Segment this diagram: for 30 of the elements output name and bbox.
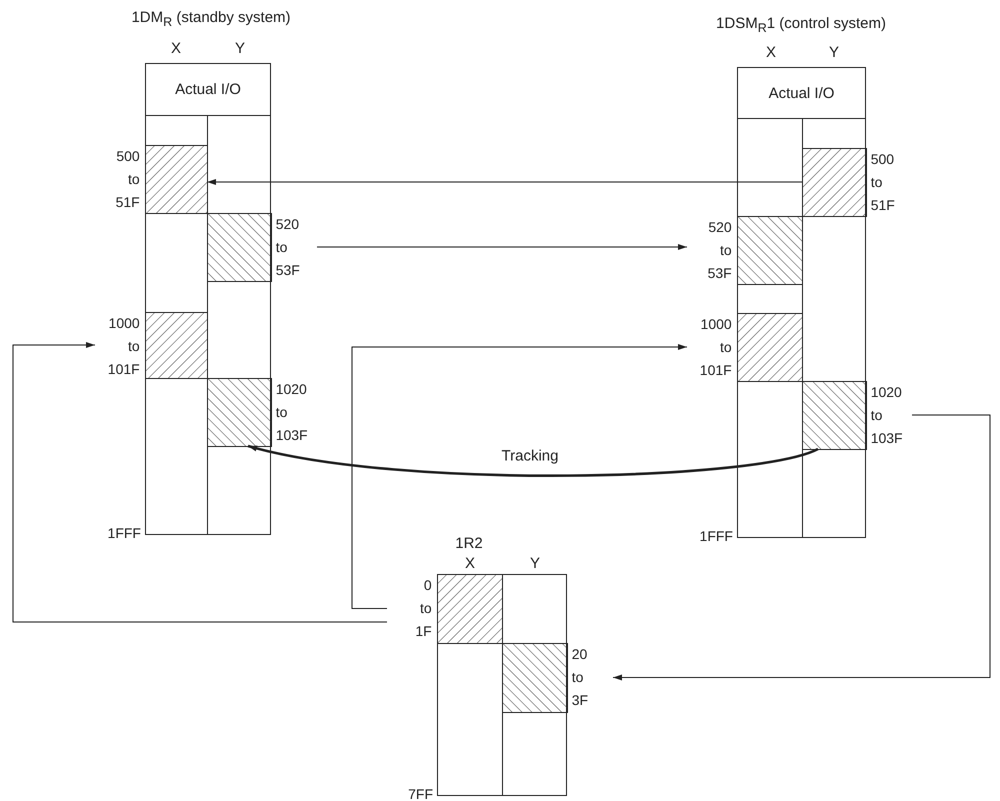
arrow: [352, 344, 688, 609]
address-range: 1000 to 101F: [108, 314, 140, 379]
column-label: Y: [530, 555, 540, 572]
address-range: 500 to 51F: [870, 150, 895, 215]
table-title: 1DM$_{R}$ (standby system): [131, 9, 291, 29]
address-range: 520 to 53F: [276, 214, 300, 280]
arrow: [12, 342, 388, 622]
address-range: 1000 to 101F: [700, 314, 732, 380]
table-title: 1DSM$_{R}$1 (control system): [716, 15, 886, 35]
address-range: 500 to 51F: [116, 146, 140, 212]
address-label: 1FFF: [108, 525, 141, 541]
column-label: Y: [829, 44, 839, 61]
address-range: 520 to 53F: [708, 218, 732, 283]
address-range: 20 to 3F: [572, 644, 588, 710]
column-label: X: [171, 40, 181, 57]
address-label: 1FFF: [700, 528, 733, 544]
address-range: 1020 to 103F: [276, 380, 308, 445]
arrow: [316, 244, 688, 250]
address-label: 7FF: [408, 786, 433, 801]
arrow: [206, 179, 802, 185]
address-range: 1020 to 103F: [870, 382, 903, 448]
address-range: 0 to 1F: [415, 576, 432, 641]
arrow: [612, 414, 990, 680]
column-label: Y: [235, 40, 245, 57]
arrow: [248, 444, 818, 477]
column-label: X: [766, 44, 776, 61]
table-header: Actual I/O: [146, 64, 270, 116]
table-title: 1R2: [455, 535, 483, 552]
column-label: X: [465, 555, 475, 572]
table-header: Actual I/O: [738, 68, 865, 119]
